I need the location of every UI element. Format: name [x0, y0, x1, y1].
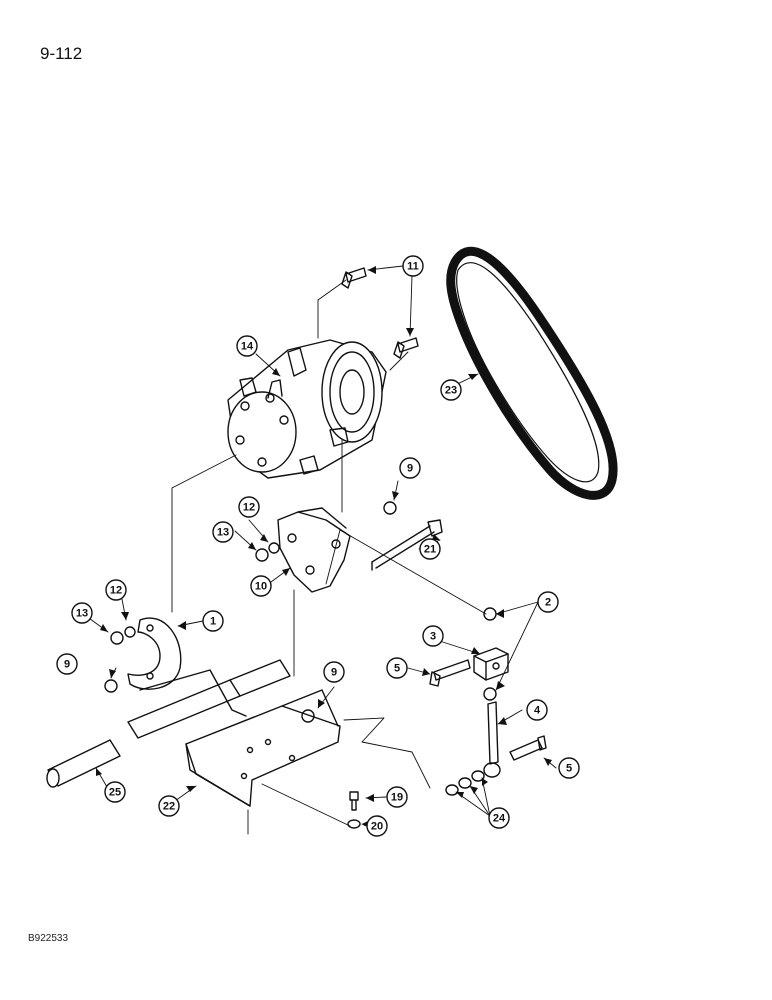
callout-circle	[202, 610, 224, 632]
assembly-lines	[171, 279, 487, 835]
washer-12-left	[124, 626, 136, 638]
callout-number: 12	[243, 502, 255, 514]
callout-c9a: 9	[399, 457, 421, 479]
drive-belt	[446, 246, 618, 500]
callout-c9b: 9	[56, 653, 78, 675]
callout-circle	[250, 575, 272, 597]
callout-number: 5	[394, 663, 400, 675]
nut-2-bottom	[483, 687, 497, 701]
callout-circle	[236, 335, 258, 357]
washer-20	[347, 819, 361, 829]
callout-circle	[56, 653, 78, 675]
callout-c19: 19	[386, 786, 408, 808]
support-tube	[127, 659, 291, 739]
callout-c9c: 9	[323, 661, 345, 683]
pivot-rod	[46, 739, 121, 788]
callout-c24: 24	[488, 807, 510, 829]
callout-number: 23	[445, 385, 457, 397]
bolt-19	[349, 791, 359, 811]
callout-c25: 25	[104, 781, 126, 803]
callout-circle	[399, 457, 421, 479]
callout-c5a: 5	[386, 657, 408, 679]
adjusting-eyebolt	[483, 701, 501, 778]
callout-number: 4	[534, 705, 541, 717]
callout-number: 13	[76, 608, 88, 620]
callout-circle	[558, 757, 580, 779]
callout-number: 10	[255, 581, 267, 593]
callout-number: 5	[566, 763, 572, 775]
callout-c13b: 13	[71, 602, 93, 624]
callout-c2: 2	[537, 591, 559, 613]
callout-circle	[158, 795, 180, 817]
adjuster-bolt-upper	[429, 659, 471, 687]
mounting-bracket	[277, 507, 351, 593]
callout-c14: 14	[236, 335, 258, 357]
callout-number: 9	[407, 463, 413, 475]
callout-circle	[440, 379, 462, 401]
page-number: 9-112	[40, 44, 83, 63]
callout-number: 11	[407, 261, 419, 273]
callout-c20: 20	[366, 815, 388, 837]
callout-c12b: 12	[105, 579, 127, 601]
compressor	[227, 339, 387, 479]
callout-c4: 4	[526, 699, 548, 721]
adjuster-bolt-lower	[509, 735, 547, 761]
callout-number: 13	[217, 527, 229, 539]
callout-circle	[366, 815, 388, 837]
arrowheads	[96, 266, 552, 828]
nut-13-left	[110, 631, 124, 645]
callout-c12a: 12	[238, 496, 260, 518]
callout-c11: 11	[402, 255, 424, 277]
callout-c21: 21	[419, 538, 441, 560]
callout-c3: 3	[422, 625, 444, 647]
nut-9-plate	[301, 709, 315, 723]
callout-circle	[104, 781, 126, 803]
callout-circle	[488, 807, 510, 829]
callout-c23: 23	[440, 379, 462, 401]
callout-c10: 10	[250, 575, 272, 597]
adjusting-strap	[127, 617, 182, 690]
callout-circle	[526, 699, 548, 721]
callout-circle	[537, 591, 559, 613]
callout-number: 12	[110, 585, 122, 597]
callout-c1: 1	[202, 610, 224, 632]
callout-circle	[402, 255, 424, 277]
callout-number: 24	[493, 813, 506, 825]
callout-circle	[386, 657, 408, 679]
callout-circle	[323, 661, 345, 683]
callout-circle	[422, 625, 444, 647]
callout-c22: 22	[158, 795, 180, 817]
long-bolt	[371, 519, 443, 571]
callout-number: 14	[241, 341, 254, 353]
callout-number: 20	[371, 821, 383, 833]
compressor-mount-bolts	[341, 267, 419, 359]
adjuster-block	[473, 647, 509, 681]
callout-circle	[238, 496, 260, 518]
washers	[445, 770, 485, 796]
callout-number: 21	[424, 544, 436, 556]
washer-12-upper	[268, 542, 280, 554]
callout-circle	[212, 521, 234, 543]
callout-circle	[105, 579, 127, 601]
callout-number: 25	[109, 787, 121, 799]
callout-circle	[386, 786, 408, 808]
callout-number: 22	[163, 801, 175, 813]
callout-c13a: 13	[212, 521, 234, 543]
nut-9-left	[104, 679, 118, 693]
callout-number: 3	[430, 631, 436, 643]
nut-9-upper	[383, 501, 397, 515]
callout-number: 2	[545, 597, 551, 609]
nut-13-upper	[255, 548, 269, 562]
callout-number: 9	[331, 667, 337, 679]
callout-number: 1	[210, 616, 216, 628]
callout-c5b: 5	[558, 757, 580, 779]
callout-circle	[419, 538, 441, 560]
callout-number: 19	[391, 792, 403, 804]
callout-circle	[71, 602, 93, 624]
figure-code: B922533	[28, 933, 69, 944]
callout-number: 9	[64, 659, 70, 671]
base-plate	[185, 689, 341, 807]
